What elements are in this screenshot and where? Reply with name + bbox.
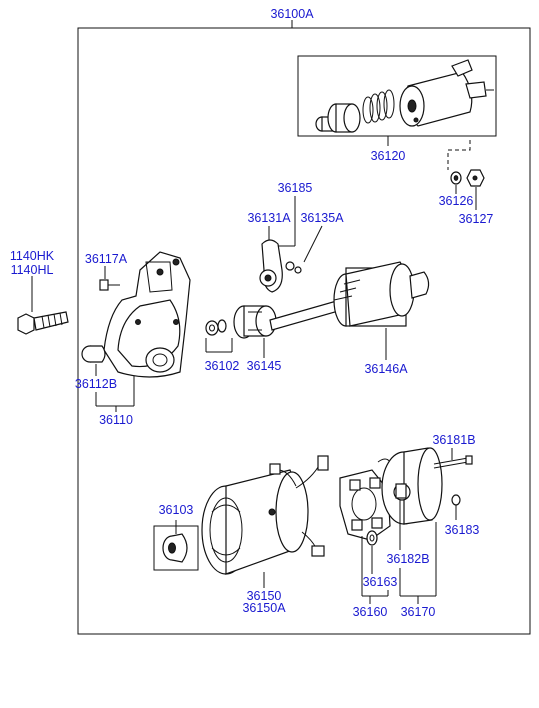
clutch-36145	[233, 305, 277, 339]
label-36183: 36183	[445, 523, 480, 537]
stop-ring-36102	[205, 319, 227, 336]
rear-bracket-36170	[381, 447, 443, 525]
assembly-frame	[77, 27, 531, 635]
bolt-36117a	[99, 279, 120, 291]
label-36127: 36127	[459, 212, 494, 226]
label-36112b: 36112B	[75, 377, 117, 391]
solenoid-group	[297, 55, 497, 137]
label-1140hk: 1140HK	[10, 249, 55, 263]
armature-36146a	[269, 261, 430, 331]
label-36131a: 36131A	[247, 211, 291, 225]
label-36102: 36102	[205, 359, 240, 373]
solenoid-inset-box	[297, 55, 497, 137]
yoke-36150	[201, 455, 329, 575]
grommet-36103	[162, 533, 188, 563]
label-36100a: 36100A	[270, 7, 314, 21]
screw-36183	[451, 494, 461, 514]
label-36110: 36110	[99, 413, 133, 427]
solenoid-spring	[362, 89, 395, 124]
front-housing-36110	[103, 251, 191, 378]
label-1140hl: 1140HL	[11, 263, 54, 277]
label-36145: 36145	[247, 359, 282, 373]
label-36126: 36126	[439, 194, 474, 208]
brush-spring-36163	[366, 530, 378, 546]
label-36160: 36160	[353, 605, 388, 619]
label-36120: 36120	[371, 149, 406, 163]
label-36135a: 36135A	[300, 211, 344, 225]
shift-lever	[259, 239, 302, 293]
label-36150a: 36150A	[242, 601, 286, 615]
label-36181b: 36181B	[432, 433, 475, 447]
label-36182b: 36182B	[386, 552, 429, 566]
bolt-1140hk	[17, 311, 69, 335]
label-36146a: 36146A	[364, 362, 408, 376]
label-36170: 36170	[401, 605, 436, 619]
label-36150: 36150	[247, 589, 282, 603]
label-36185: 36185	[278, 181, 313, 195]
label-36163: 36163	[363, 575, 398, 589]
label-36117a: 36117A	[85, 252, 128, 266]
bolt-36181b	[433, 455, 473, 469]
grommet-box	[153, 525, 199, 571]
label-36103: 36103	[159, 503, 194, 517]
